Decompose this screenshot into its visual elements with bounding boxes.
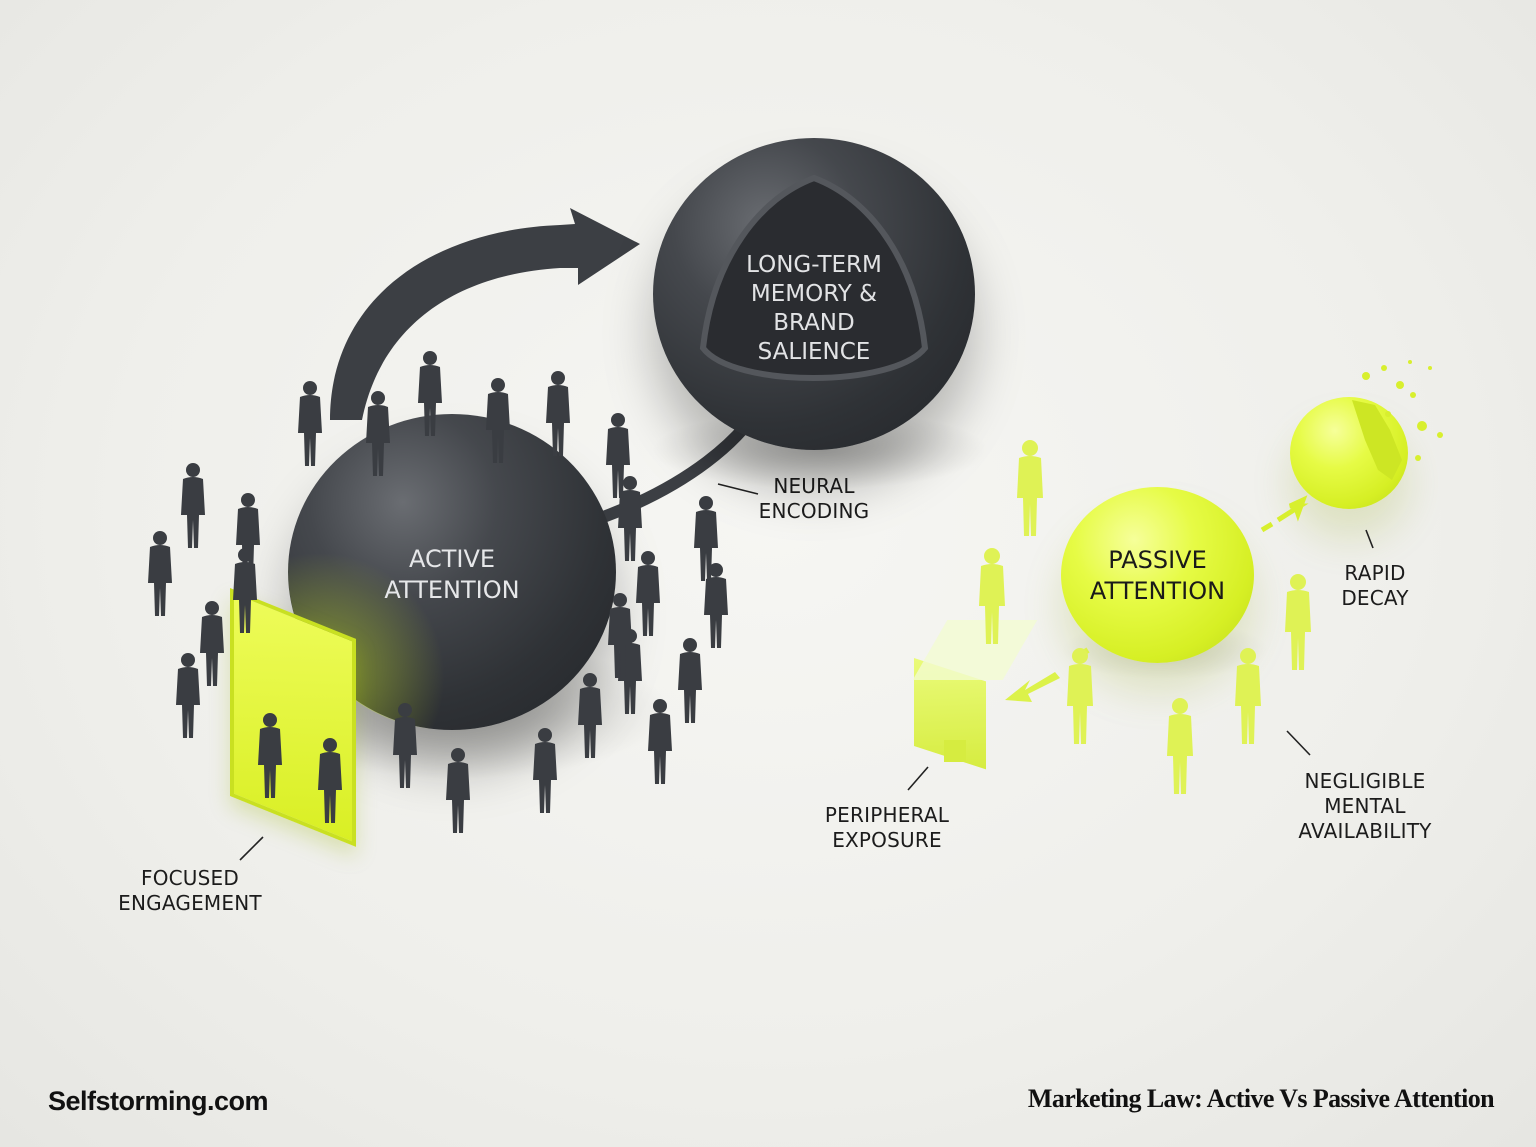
focused-engagement-label: FOCUSED ENGAGEMENT [118, 866, 262, 915]
brand-logo: Selfstorming.com [48, 1086, 269, 1116]
peripheral-exposure-label: PERIPHERAL EXPOSURE [824, 803, 950, 852]
negligible-mental-availability-label: NEGLIGIBLE MENTAL AVAILABILITY [1298, 769, 1432, 843]
active-attention-label: ACTIVE ATTENTION [384, 545, 520, 604]
peripheral-screen-stand [944, 740, 966, 762]
passive-attention-label: PASSIVE ATTENTION [1089, 546, 1226, 605]
long-term-memory-sphere: LONG-TERM MEMORY & BRAND SALIENCE [653, 138, 975, 450]
passive-attention-sphere: PASSIVE ATTENTION [1061, 487, 1254, 663]
memory-cutout-shape [699, 174, 929, 381]
neural-encoding-label: NEURAL ENCODING [758, 474, 870, 523]
rapid-decay-label: RAPID DECAY [1341, 561, 1409, 610]
long-term-memory-label: LONG-TERM MEMORY & BRAND SALIENCE [746, 252, 882, 365]
page-title: Marketing Law: Active Vs Passive Attenti… [1027, 1084, 1495, 1113]
